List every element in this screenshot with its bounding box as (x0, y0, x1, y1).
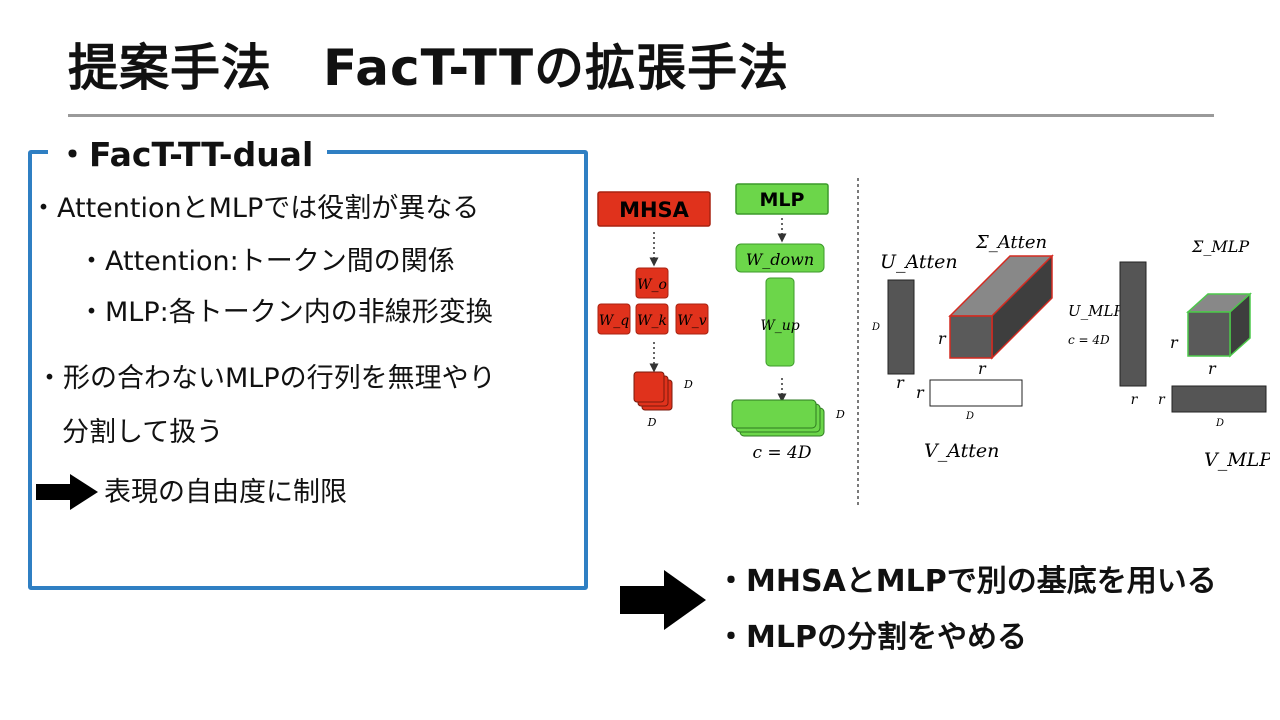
mhsa-label: MHSA (619, 198, 690, 222)
v-atten-dim-d: D (965, 411, 974, 422)
u-atten-dim-d: D (871, 322, 880, 333)
bullet-attention: ・Attention:トークン間の関係 (78, 246, 455, 277)
v-mlp-dim-r: r (1158, 392, 1166, 408)
bullet-force-split-cont: 分割して扱う (62, 417, 224, 448)
sigma-atten-label: Σ_Atten (975, 232, 1047, 253)
conclusion-separate-bases: ・MHSAとMLPで別の基底を用いる (716, 564, 1217, 599)
bullet-force-split: ・形の合わないMLPの行列を無理やり (36, 363, 496, 394)
result-text: 表現の自由度に制限 (104, 477, 347, 508)
w-v-block: W_v (675, 303, 709, 335)
v-atten-label: V_Atten (924, 440, 999, 462)
sigma-mlp-cube (1186, 292, 1252, 358)
w-down-block: W_down (735, 243, 825, 273)
w-q-label: W_q (599, 313, 629, 329)
sigma-mlp-dim-r-left: r (1170, 333, 1179, 352)
v-atten-dim-r: r (916, 383, 925, 402)
w-k-block: W_k (635, 303, 669, 335)
mhsa-dim-d-bottom: D (647, 416, 657, 429)
mlp-stack (731, 399, 825, 437)
v-mlp-dim-d: D (1215, 418, 1224, 429)
w-up-block: W_up (760, 277, 800, 367)
mlp-dim-d: D (835, 408, 845, 421)
mlp-block: MLP (735, 183, 829, 215)
title-divider (68, 114, 1214, 117)
sigma-atten-dim-r-left: r (938, 329, 947, 348)
page-title: 提案手法 FacT-TTの拡張手法 (68, 39, 790, 97)
arrow-right-icon (620, 570, 706, 630)
w-down-label: W_down (746, 250, 814, 269)
w-up-label: W_up (760, 318, 799, 334)
w-k-label: W_k (637, 313, 667, 329)
u-atten-label: U_Atten (880, 251, 958, 273)
w-o-block: W_o (635, 267, 669, 299)
bullet-mlp: ・MLP:各トークン内の非線形変換 (78, 297, 493, 328)
sigma-mlp-dim-r-bottom: r (1208, 359, 1217, 378)
w-o-label: W_o (637, 277, 667, 293)
mlp-c-label: c = 4D (752, 443, 811, 463)
u-mlp-matrix (1119, 261, 1147, 387)
v-mlp-matrix (1171, 385, 1267, 413)
u-mlp-label: U_MLP (1068, 302, 1124, 320)
sigma-mlp-label: Σ_MLP (1191, 237, 1249, 256)
sigma-atten-cuboid (948, 254, 1054, 360)
w-v-label: W_v (677, 313, 706, 329)
architecture-diagram: MHSA W_o W_q W_k W_v D D MLP W_down W_up (597, 178, 1270, 508)
mhsa-stack (633, 371, 673, 411)
sigma-atten-dim-r-bottom: r (978, 359, 987, 378)
w-q-block: W_q (597, 303, 631, 335)
v-mlp-label: V_MLP (1204, 449, 1270, 471)
u-atten-matrix (887, 279, 915, 375)
bullet-roles-differ: ・AttentionとMLPでは役割が異なる (30, 193, 480, 224)
u-atten-dim-r: r (896, 373, 905, 392)
mhsa-dim-d-right: D (683, 378, 693, 391)
u-mlp-c-label: c = 4D (1068, 333, 1110, 347)
v-atten-matrix (929, 379, 1023, 407)
panel-heading: ・FacT-TT-dual (48, 128, 328, 176)
mhsa-block: MHSA (597, 191, 711, 227)
conclusion-stop-mlp-split: ・MLPの分割をやめる (716, 620, 1027, 655)
arrow-right-icon (36, 474, 98, 510)
mlp-label: MLP (760, 189, 805, 211)
u-mlp-dim-r: r (1131, 392, 1139, 408)
